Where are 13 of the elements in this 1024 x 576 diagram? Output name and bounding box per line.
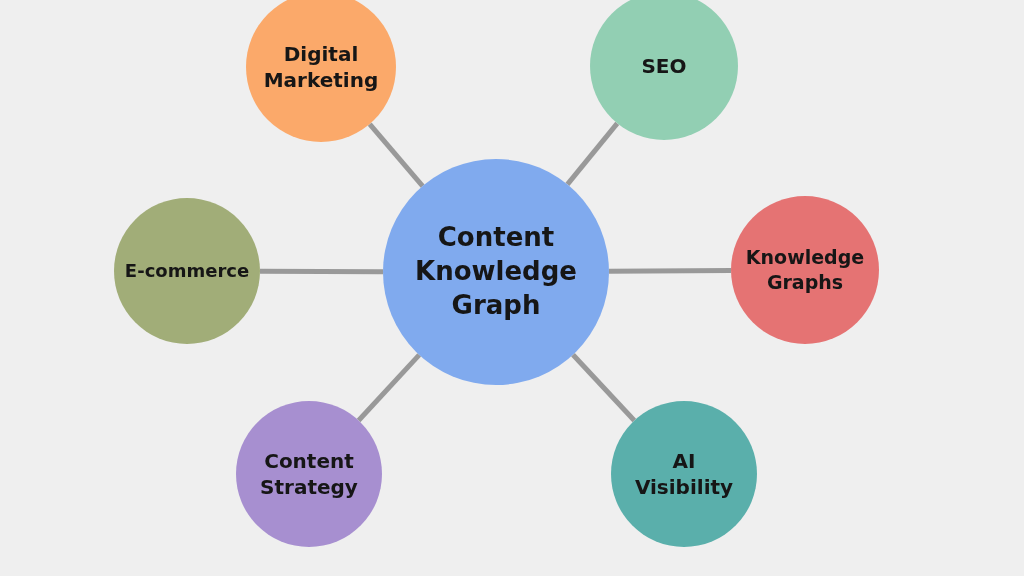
connector-line bbox=[609, 268, 731, 274]
topic-label: Knowledge Graphs bbox=[744, 245, 866, 295]
topic-label: AI Visibility bbox=[633, 448, 735, 500]
connector-line bbox=[565, 121, 620, 186]
topic-label: Content Knowledge Graph bbox=[414, 221, 578, 322]
connector-line bbox=[260, 268, 383, 275]
topic-label: Content Strategy bbox=[259, 448, 359, 500]
connector-line bbox=[571, 353, 637, 423]
topic-label: Digital Marketing bbox=[262, 41, 380, 93]
topic-label: E-commerce bbox=[124, 259, 250, 283]
connector-line bbox=[367, 122, 425, 188]
topic-label: SEO bbox=[641, 53, 687, 79]
connector-line bbox=[356, 353, 422, 423]
